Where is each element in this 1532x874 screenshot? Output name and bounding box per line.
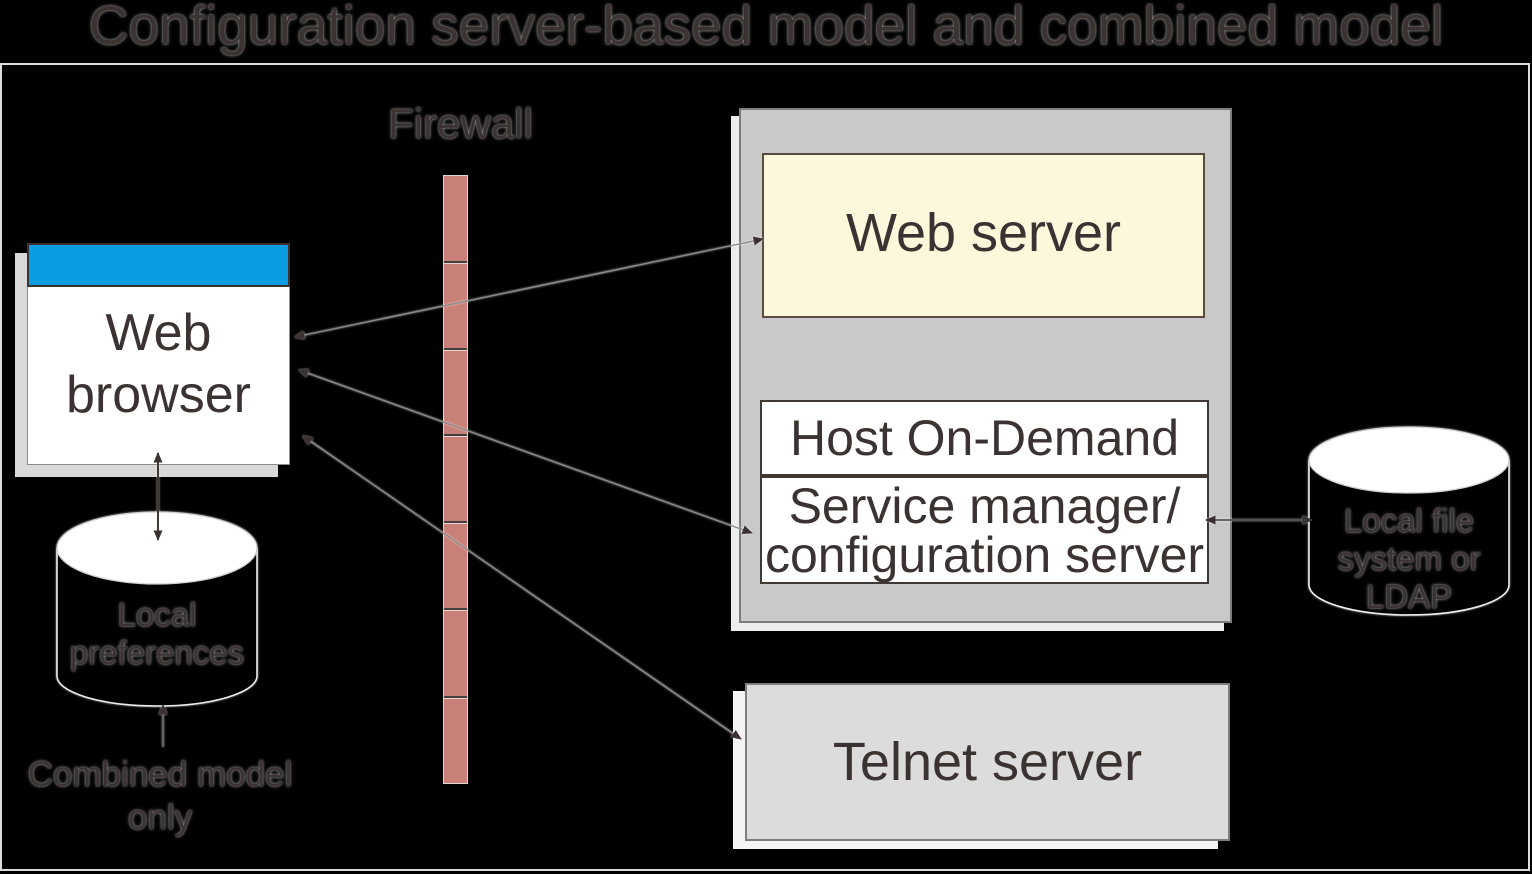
- firewall-segment-divider: [444, 434, 467, 436]
- local-preferences-label: Local preferences: [69, 596, 245, 671]
- firewall-segment-divider: [444, 608, 467, 610]
- firewall-segment-divider: [444, 521, 467, 523]
- telnet-server-box: Telnet server: [745, 683, 1230, 841]
- firewall-segment-divider: [444, 348, 467, 350]
- web-browser-box: Web browser: [27, 243, 290, 465]
- service-manager-box: Service manager/ configuration server: [760, 476, 1209, 584]
- page-title: Configuration server-based model and com…: [88, 0, 1444, 56]
- local-file-system-label: Local file system or LDAP: [1337, 502, 1481, 615]
- firewall-segment-divider: [444, 696, 467, 698]
- diagram-frame: [0, 63, 1530, 871]
- browser-titlebar: [27, 243, 290, 287]
- firewall-bar: [443, 175, 468, 784]
- host-on-demand-box: Host On-Demand: [760, 400, 1209, 476]
- firewall-segment-divider: [444, 261, 467, 263]
- web-browser-label: Web browser: [66, 304, 251, 424]
- web-server-box: Web server: [762, 153, 1205, 318]
- combined-model-only-label: Combined model only: [27, 755, 293, 837]
- firewall-label: Firewall: [388, 100, 533, 147]
